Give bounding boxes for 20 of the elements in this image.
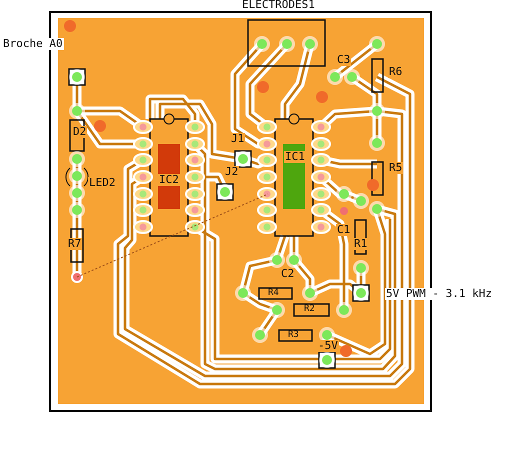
component-label: LED2 [88,177,116,189]
component-label: R6 [388,66,404,78]
component-label: C1 [336,224,352,236]
component-label: R1 [353,238,368,250]
component-label: R4 [268,289,279,298]
component-label: R7 [67,238,82,250]
component-label: R5 [388,162,404,174]
component-label: Broche A0 [2,38,64,50]
component-label: IC1 [284,151,306,163]
component-label: J2 [224,166,240,178]
component-label: ELECTRODES1 [241,0,316,11]
component-label: J1 [230,133,246,145]
component-label: R2 [304,305,315,314]
component-label: -5V [317,340,339,352]
component-label: C3 [336,54,352,66]
component-label: IC2 [158,174,180,186]
component-label: 5V PWM - 3.1 kHz [385,288,493,300]
component-label: R3 [288,331,299,340]
component-label: D2 [72,126,88,138]
component-label: C2 [280,268,296,280]
